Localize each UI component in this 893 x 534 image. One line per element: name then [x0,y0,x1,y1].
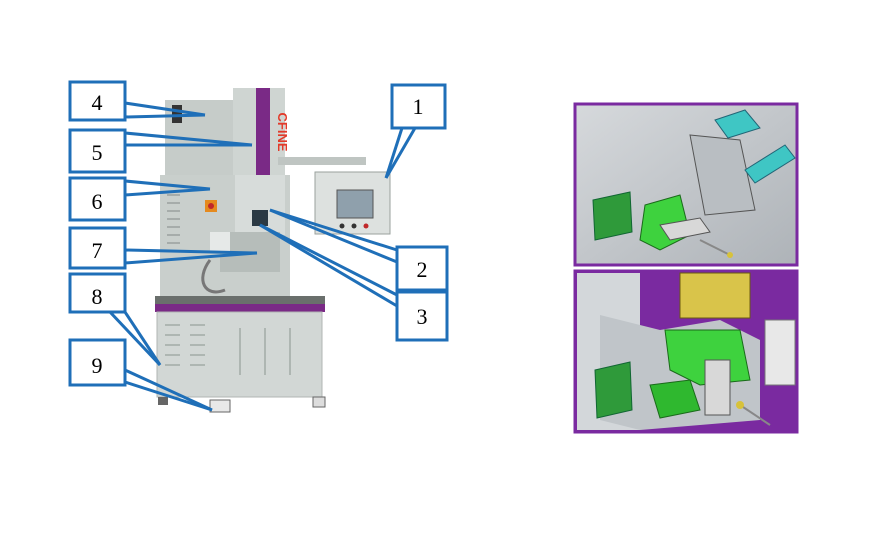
svg-text:5: 5 [92,140,103,165]
svg-text:4: 4 [92,90,103,115]
callout-5: 5 [68,128,253,174]
handle-knob [736,401,744,409]
touch-screen [336,189,374,219]
handle [739,404,771,426]
green-plate [594,361,633,419]
cad-view-bottom [573,269,799,434]
caster-wheel [312,396,326,408]
logo-strip [256,88,270,178]
svg-text:8: 8 [92,284,103,309]
callout-8: 8 [68,272,162,367]
cable [201,259,226,294]
side-panel [764,319,796,386]
base-vent-slots [165,324,291,375]
caster-wheel [209,399,231,413]
worktable-trim [155,304,325,312]
sensor-window [252,210,268,226]
svg-text:6: 6 [92,189,103,214]
machine-illustration: CFINE [155,88,391,413]
callout-6: 6 [68,176,211,222]
callout-1: 1 [384,83,447,179]
brand-logo: CFINE [275,113,290,152]
cad-view-top [573,102,799,267]
callout-7: 7 [68,226,258,270]
panel-button [351,223,357,229]
green-part [649,379,701,419]
panel-stop-button [363,223,369,229]
handle-knob [727,252,733,258]
cad-view-frame [573,102,799,267]
svg-text:9: 9 [92,353,103,378]
caster-wheel [158,397,168,405]
press-head [679,272,751,319]
worktable [155,296,325,304]
svg-text:1: 1 [413,94,424,119]
panel-arm [278,157,366,165]
handle [699,239,731,256]
callout-9: 9 [68,338,213,412]
callout-4: 4 [68,80,206,122]
svg-text:7: 7 [92,238,103,263]
fixture-clamp [210,232,230,252]
svg-text:2: 2 [417,257,428,282]
callout-3: 3 [259,223,449,342]
callout-2: 2 [269,208,449,292]
fixture-body [689,134,756,216]
clamp [704,359,731,416]
panel-button [339,223,345,229]
svg-text:3: 3 [417,304,428,329]
emergency-button-center [208,203,214,209]
cylinder [714,109,761,139]
clamp [659,217,711,241]
power-switch-icon [172,105,182,123]
callouts: 1 2 3 4 5 6 [68,80,449,412]
green-plate [592,191,633,241]
cylinder [744,144,796,184]
